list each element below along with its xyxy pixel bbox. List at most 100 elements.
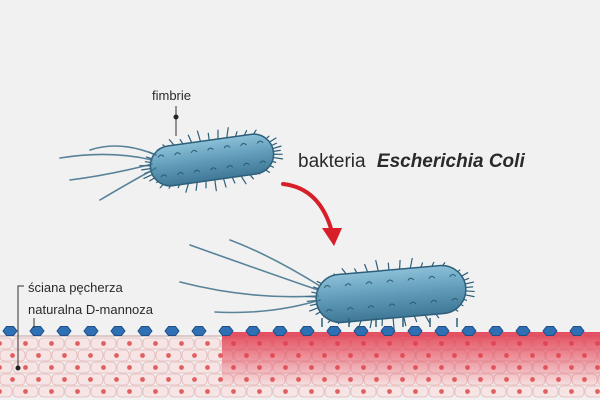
fimbria bbox=[381, 317, 384, 327]
dot-marker-icon bbox=[15, 365, 21, 371]
cell-nucleus bbox=[517, 389, 522, 394]
cell-nucleus bbox=[179, 389, 184, 394]
cell-nucleus bbox=[569, 389, 574, 394]
cell-nucleus bbox=[309, 389, 314, 394]
surface-texture bbox=[386, 279, 394, 283]
cell-nucleus bbox=[127, 341, 132, 346]
surface-texture bbox=[428, 275, 436, 279]
bacterium-free bbox=[59, 127, 284, 201]
fimbria bbox=[398, 259, 401, 271]
cell-nucleus bbox=[23, 365, 28, 370]
fimbria bbox=[464, 290, 475, 293]
fimbria bbox=[226, 127, 229, 140]
cell-nucleus bbox=[413, 389, 418, 394]
d-mannose-label: naturalna D-mannoza bbox=[28, 302, 154, 317]
inflamed-region bbox=[222, 332, 600, 387]
fimbria bbox=[141, 168, 152, 171]
cell-nucleus bbox=[75, 365, 80, 370]
cell-nucleus bbox=[205, 341, 210, 346]
cell-nucleus bbox=[192, 353, 197, 358]
cell-nucleus bbox=[101, 389, 106, 394]
surface-texture bbox=[388, 303, 396, 307]
cell-nucleus bbox=[49, 389, 54, 394]
cell-nucleus bbox=[75, 389, 80, 394]
fimbria bbox=[222, 177, 227, 188]
surface-texture bbox=[160, 174, 168, 178]
cell-nucleus bbox=[179, 365, 184, 370]
cell-nucleus bbox=[218, 353, 223, 358]
surface-texture bbox=[226, 165, 234, 169]
mannose-molecule bbox=[299, 326, 315, 336]
curved-arrow-icon bbox=[281, 182, 342, 246]
cell-nucleus bbox=[114, 353, 119, 358]
mannose-molecule bbox=[380, 326, 396, 336]
cell-nucleus bbox=[0, 365, 2, 370]
flagellum bbox=[189, 244, 319, 291]
mannose-molecule bbox=[515, 326, 531, 336]
fimbria bbox=[271, 145, 282, 150]
mannose-molecule bbox=[461, 326, 477, 336]
surface-texture bbox=[367, 305, 375, 309]
bracket-line bbox=[17, 285, 24, 368]
cell-nucleus bbox=[75, 341, 80, 346]
mannose-molecule bbox=[137, 326, 153, 336]
cell-nucleus bbox=[166, 353, 171, 358]
tissue-cell bbox=[0, 385, 13, 398]
mannose-molecule bbox=[326, 326, 342, 336]
mannose-molecule bbox=[83, 326, 99, 336]
fimbria bbox=[214, 179, 217, 192]
cell-nucleus bbox=[257, 389, 262, 394]
fimbria bbox=[387, 262, 390, 271]
fimbria bbox=[272, 149, 281, 152]
mannose-molecule bbox=[110, 326, 126, 336]
cell-nucleus bbox=[387, 389, 392, 394]
flagellum bbox=[59, 153, 153, 161]
surface-texture bbox=[430, 299, 438, 303]
cell-nucleus bbox=[192, 377, 197, 382]
cell-nucleus bbox=[166, 377, 171, 382]
surface-texture bbox=[242, 162, 250, 166]
surface-texture bbox=[240, 142, 247, 147]
flagellum bbox=[99, 167, 157, 201]
cell-nucleus bbox=[205, 389, 210, 394]
surface-texture bbox=[325, 308, 333, 312]
surface-texture bbox=[323, 285, 331, 289]
mannose-molecule bbox=[218, 326, 234, 336]
flagellum bbox=[179, 281, 319, 298]
cell-nucleus bbox=[49, 365, 54, 370]
cell-nucleus bbox=[179, 341, 184, 346]
cell-nucleus bbox=[10, 353, 15, 358]
cell-nucleus bbox=[153, 341, 158, 346]
cell-nucleus bbox=[101, 341, 106, 346]
tissue-cell bbox=[0, 361, 13, 374]
cell-nucleus bbox=[127, 365, 132, 370]
cell-nucleus bbox=[23, 389, 28, 394]
bacterium-attached bbox=[179, 239, 475, 330]
fimbria bbox=[409, 257, 413, 270]
flagellum bbox=[214, 299, 321, 314]
cell-nucleus bbox=[153, 389, 158, 394]
mannose-molecule bbox=[407, 326, 423, 336]
bacterium-body bbox=[315, 264, 467, 324]
surface-texture bbox=[409, 301, 417, 305]
cell-nucleus bbox=[114, 377, 119, 382]
surface-texture bbox=[451, 297, 459, 302]
cell-nucleus bbox=[218, 377, 223, 382]
surface-texture bbox=[209, 167, 217, 171]
surface-texture bbox=[190, 149, 198, 154]
fimbriae-label: fimbrie bbox=[152, 88, 191, 103]
fimbria bbox=[464, 281, 475, 285]
cell-nucleus bbox=[231, 389, 236, 394]
fimbria bbox=[306, 299, 317, 302]
fimbria bbox=[375, 259, 379, 272]
cell-nucleus bbox=[0, 389, 2, 394]
cell-nucleus bbox=[62, 377, 67, 382]
bacterium-label-name: Escherichia Coli bbox=[377, 151, 526, 172]
mannose-molecule bbox=[164, 326, 180, 336]
bacterium-label: bakteria Escherichia Coli bbox=[298, 151, 525, 172]
tissue-cell bbox=[0, 337, 13, 350]
flagellum bbox=[229, 239, 321, 287]
cell-nucleus bbox=[49, 341, 54, 346]
